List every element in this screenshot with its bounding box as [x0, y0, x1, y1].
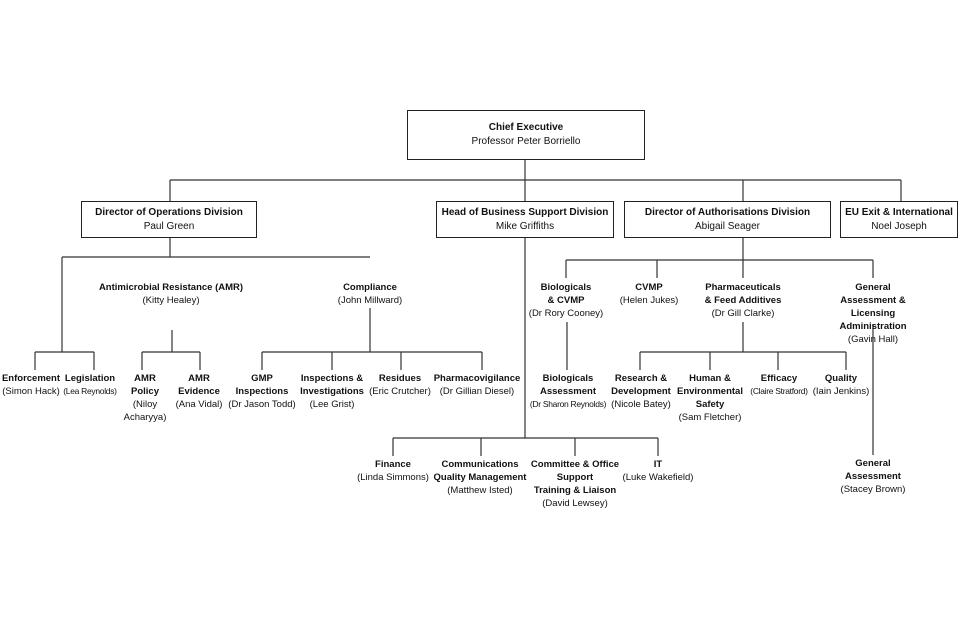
node-person: (Sam Fletcher)	[678, 412, 742, 423]
node-finance: Finance (Linda Simmons)	[357, 458, 429, 484]
node-title: Director of Authorisations Division	[644, 206, 811, 218]
node-title: Compliance	[343, 282, 397, 293]
node-title: Human & Environmental Safety	[677, 373, 743, 410]
node-research-development: Research & Development (Nicole Batey)	[611, 372, 671, 411]
node-person: (Stacey Brown)	[840, 484, 906, 495]
node-enforcement: Enforcement (Simon Hack)	[2, 372, 60, 398]
node-head-business-support: Head of Business Support Division Mike G…	[436, 201, 614, 238]
node-title: Residues	[378, 373, 422, 384]
node-person: (Linda Simmons)	[357, 472, 429, 483]
node-pharmacovigilance: Pharmacovigilance (Dr Gillian Diesel)	[434, 372, 521, 398]
node-person: (Ana Vidal)	[175, 399, 223, 410]
node-title: Inspections & Investigations	[300, 373, 364, 397]
node-title: General Assessment & Licensing Administr…	[839, 282, 907, 332]
node-person: Mike Griffiths	[495, 220, 555, 232]
node-person: Noel Joseph	[871, 220, 927, 232]
node-person: (Dr Rory Cooney)	[528, 308, 604, 319]
node-title: Legislation	[64, 373, 116, 384]
node-title: GMP Inspections	[235, 373, 289, 397]
node-biologicals-assessment: Biologicals Assessment (Dr Sharon Reynol…	[529, 372, 607, 411]
node-title: IT	[653, 459, 663, 470]
node-person: (John Millward)	[337, 295, 403, 306]
node-title: Committee & Office Support Training & Li…	[530, 459, 620, 496]
node-it: IT (Luke Wakefield)	[623, 458, 694, 484]
node-eu-exit-international: EU Exit & International Noel Joseph	[840, 201, 958, 238]
node-person: (Iain Jenkins)	[812, 386, 870, 397]
node-title: Biologicals Assessment	[540, 373, 596, 397]
node-person: (Dr Sharon Reynolds)	[529, 399, 607, 409]
node-person: (Claire Stratford)	[750, 386, 808, 396]
node-person: (Dr Jason Todd)	[228, 399, 296, 410]
node-person: Paul Green	[143, 220, 195, 232]
node-title: Pharmacovigilance	[433, 373, 521, 384]
node-amr-evidence: AMR Evidence (Ana Vidal)	[176, 372, 223, 411]
node-title: EU Exit & International	[845, 206, 953, 218]
node-pharmaceuticals: Pharmaceuticals & Feed Additives (Dr Gil…	[705, 281, 782, 320]
node-biologicals-cvmp: Biologicals & CVMP (Dr Rory Cooney)	[529, 281, 603, 320]
node-person: (Matthew Isted)	[447, 485, 513, 496]
node-person: (David Lewsey)	[542, 498, 608, 509]
node-title: CVMP	[635, 282, 663, 293]
node-amr: Antimicrobial Resistance (AMR) (Kitty He…	[99, 281, 243, 307]
node-person: (Eric Crutcher)	[369, 386, 431, 397]
node-person: Abigail Seager	[694, 220, 761, 232]
node-title: Research & Development	[611, 373, 671, 397]
node-cvmp: CVMP (Helen Jukes)	[620, 281, 679, 307]
node-person: (Helen Jukes)	[619, 295, 679, 306]
node-person: (Dr Gillian Diesel)	[439, 386, 515, 397]
node-person: (Simon Hack)	[2, 386, 60, 397]
node-person: (Nicole Batey)	[611, 399, 671, 410]
node-communications: Communications Quality Management (Matth…	[434, 458, 527, 497]
node-title: Enforcement	[1, 373, 61, 384]
node-amr-policy: AMR Policy (Niloy Acharyya)	[124, 372, 167, 424]
node-chief-executive: Chief Executive Professor Peter Borriell…	[407, 110, 645, 160]
node-director-authorisations: Director of Authorisations Division Abig…	[624, 201, 831, 238]
node-title: Antimicrobial Resistance (AMR)	[98, 282, 244, 293]
node-committee-office-support: Committee & Office Support Training & Li…	[531, 458, 619, 510]
node-compliance: Compliance (John Millward)	[338, 281, 402, 307]
node-legislation: Legislation (Lea Reynolds)	[63, 372, 117, 398]
node-title: Chief Executive	[488, 122, 564, 133]
node-title: AMR Policy	[130, 373, 159, 397]
node-person: (Lea Reynolds)	[63, 386, 117, 396]
node-efficacy: Efficacy (Claire Stratford)	[750, 372, 808, 398]
node-title: Pharmaceuticals & Feed Additives	[704, 282, 782, 306]
node-inspections-investigations: Inspections & Investigations (Lee Grist)	[300, 372, 364, 411]
node-title: Biologicals & CVMP	[540, 282, 592, 306]
node-title: Communications Quality Management	[433, 459, 527, 483]
node-person: (Niloy Acharyya)	[123, 399, 167, 423]
node-human-environmental-safety: Human & Environmental Safety (Sam Fletch…	[677, 372, 743, 424]
node-person: (Luke Wakefield)	[622, 472, 694, 483]
node-title: Finance	[375, 459, 411, 470]
node-gmp-inspections: GMP Inspections (Dr Jason Todd)	[228, 372, 295, 411]
node-title: Head of Business Support Division	[441, 206, 609, 218]
node-title: Quality	[824, 373, 858, 384]
node-person: (Lee Grist)	[309, 399, 355, 410]
node-director-operations: Director of Operations Division Paul Gre…	[81, 201, 257, 238]
node-title: Efficacy	[760, 373, 798, 384]
node-title: AMR Evidence	[178, 373, 220, 397]
node-general-assessment: General Assessment (Stacey Brown)	[841, 457, 906, 496]
node-quality: Quality (Iain Jenkins)	[813, 372, 870, 398]
node-general-assessment-licensing: General Assessment & Licensing Administr…	[830, 281, 917, 346]
node-residues: Residues (Eric Crutcher)	[369, 372, 431, 398]
node-person: Professor Peter Borriello	[471, 136, 581, 147]
node-person: (Dr Gill Clarke)	[711, 308, 775, 319]
node-title: General Assessment	[845, 458, 901, 482]
node-title: Director of Operations Division	[95, 206, 243, 218]
node-person: (Kitty Healey)	[142, 295, 200, 306]
node-person: (Gavin Hall)	[847, 334, 899, 345]
